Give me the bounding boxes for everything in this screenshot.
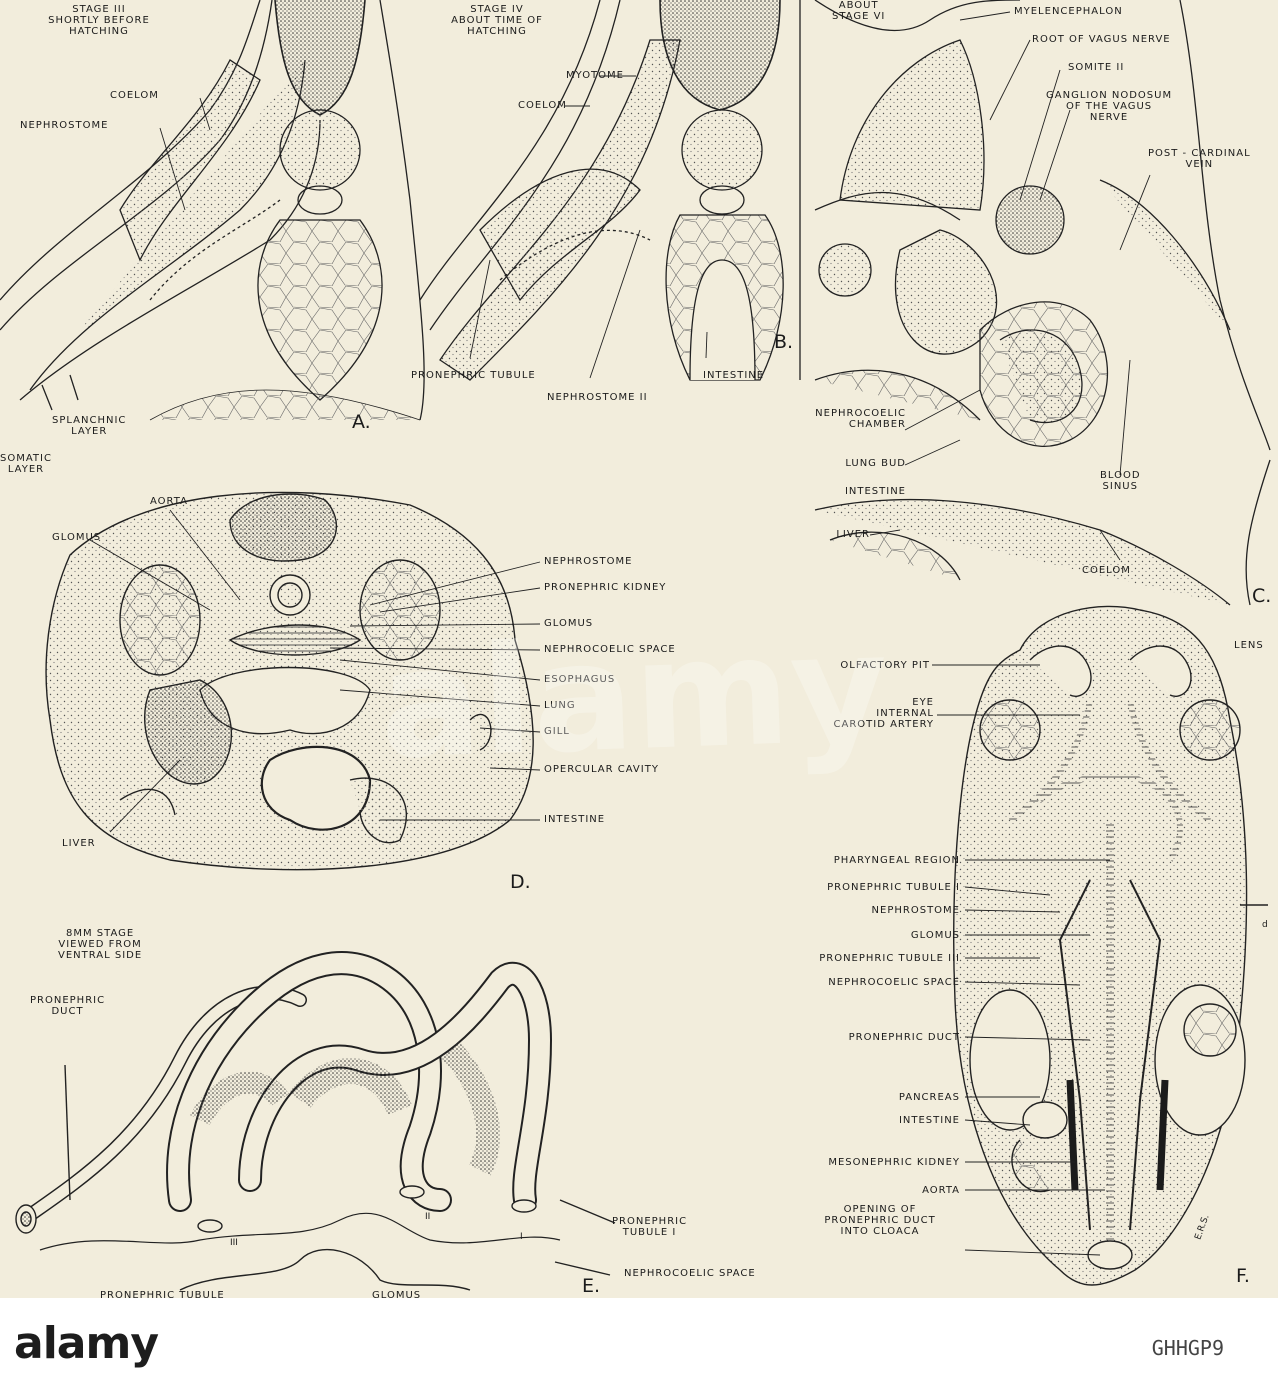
label-blood-sinus: BLOOD SINUS [1100,470,1141,492]
panel-a-section [0,0,425,421]
label-pronephric-tubule-e-cut: PRONEPHRIC TUBULE [100,1290,225,1298]
panel-e-letter: E. [582,1275,601,1297]
leader-lines [89,11,1151,1256]
label-pharyngeal-region: PHARYNGEAL REGION [833,855,960,866]
label-gill: GILL [544,726,570,737]
label-root-vagus: ROOT OF VAGUS NERVE [1032,34,1171,45]
label-intestine-b: INTESTINE [703,370,765,381]
label-liver-c: LIVER [836,529,870,540]
label-d-mark: d [1262,920,1268,930]
label-roman-i: I [520,1232,523,1242]
label-olfactory-pit: OLFACTORY PIT [840,660,930,671]
label-intestine-d: INTESTINE [544,814,606,825]
label-nephrostome-ii: NEPHROSTOME II [547,392,648,403]
label-nephrostome-f: NEPHROSTOME [871,905,960,916]
label-pronephric-kidney: PRONEPHRIC KIDNEY [544,582,667,593]
label-esophagus: ESOPHAGUS [544,674,616,685]
label-pronephric-duct-f: PRONEPHRIC DUCT [848,1032,960,1043]
panel-f-letter: F. [1236,1265,1250,1287]
label-glomus-f: GLOMUS [910,930,960,941]
label-8mm-stage: 8MM STAGE VIEWED FROM VENTRAL SIDE [58,928,143,961]
label-liver-d: LIVER [62,838,96,849]
label-myelencephalon: MYELENCEPHALON [1014,6,1123,17]
label-internal-carotid: INTERNAL CAROTID ARTERY [833,708,934,730]
panel-d-section [45,491,534,871]
label-somite-ii: SOMITE II [1068,62,1125,73]
panel-c-letter: C. [1252,585,1272,607]
label-eye: EYE [912,697,934,708]
label-post-cardinal-vein: POST - CARDINAL VEIN [1148,148,1251,170]
footer-logo[interactable]: alamy [14,1318,159,1369]
label-lung: LUNG [544,700,576,711]
panel-a-letter: A. [352,411,371,433]
label-splanchnic-layer: SPLANCHNIC LAYER [52,415,127,437]
label-nephrocoelic-space-d: NEPHROCOELIC SPACE [544,644,676,655]
label-stage-iv: STAGE IV ABOUT TIME OF HATCHING [451,4,543,37]
label-ganglion-nodosum: GANGLION NODOSUM OF THE VAGUS NERVE [1046,90,1173,123]
label-nephrocoelic-chamber: NEPHROCOELIC CHAMBER [815,408,906,430]
figure-drawings [0,0,1271,1291]
panel-e-drawing [15,951,616,1291]
label-nephrocoelic-space-e: NEPHROCOELIC SPACE [624,1268,756,1279]
label-about-stage-vi: ABOUT STAGE VI [832,0,886,22]
figure-plate: STAGE III SHORTLY BEFORE HATCHING COELOM… [0,0,1278,1298]
label-coelom-a: COELOM [110,90,159,101]
panel-d-letter: D. [510,871,531,893]
label-glomus-d-right: GLOMUS [544,618,594,629]
panel-b-section [419,0,801,381]
label-aorta-d: AORTA [150,496,188,507]
label-somatic-layer: SOMATIC LAYER [0,453,52,475]
panel-b-letter: B. [774,331,794,353]
label-lung-bud: LUNG BUD [845,458,906,469]
label-glomus-d-left: GLOMUS [52,532,102,543]
label-intestine-c: INTESTINE [844,486,906,497]
label-glomus-e-cut: GLOMUS [372,1290,422,1298]
label-pronephric-tubule-iii-f: PRONEPHRIC TUBULE III [819,953,960,964]
label-coelom-b: COELOM [518,100,567,111]
label-nephrostome-a: NEPHROSTOME [20,120,109,131]
label-pancreas: PANCREAS [898,1092,960,1103]
label-pronephric-tubule-i-f: PRONEPHRIC TUBULE I [827,882,960,893]
label-roman-iii: III [230,1238,238,1248]
label-pronephric-tubule-i-e: PRONEPHRIC TUBULE I [612,1216,688,1238]
label-aorta-f: AORTA [922,1185,960,1196]
label-intestine-f: INTESTINE [898,1115,960,1126]
panel-c-section [814,0,1271,606]
label-roman-ii: II [425,1212,431,1222]
footer-image-id: GHHGP9 [1151,1336,1224,1360]
label-pronephric-duct-e: PRONEPHRIC DUCT [30,995,106,1017]
label-pronephric-tubule-b: PRONEPHRIC TUBULE [411,370,536,381]
label-myotome: MYOTOME [566,70,624,81]
footer-bar: alamy GHHGP9 [0,1298,1278,1390]
label-lens: LENS [1234,640,1264,651]
label-opening-duct: OPENING OF PRONEPHRIC DUCT INTO CLOACA [824,1204,936,1237]
panel-f-drawing [953,605,1268,1286]
label-coelom-c: COELOM [1082,565,1131,576]
label-nephrostome-d: NEPHROSTOME [544,556,633,567]
label-stage-iii: STAGE III SHORTLY BEFORE HATCHING [48,4,150,37]
label-opercular-cavity: OPERCULAR CAVITY [544,764,659,775]
label-mesonephric-kidney: MESONEPHRIC KIDNEY [828,1157,960,1168]
label-nephrocoelic-space-f: NEPHROCOELIC SPACE [828,977,960,988]
